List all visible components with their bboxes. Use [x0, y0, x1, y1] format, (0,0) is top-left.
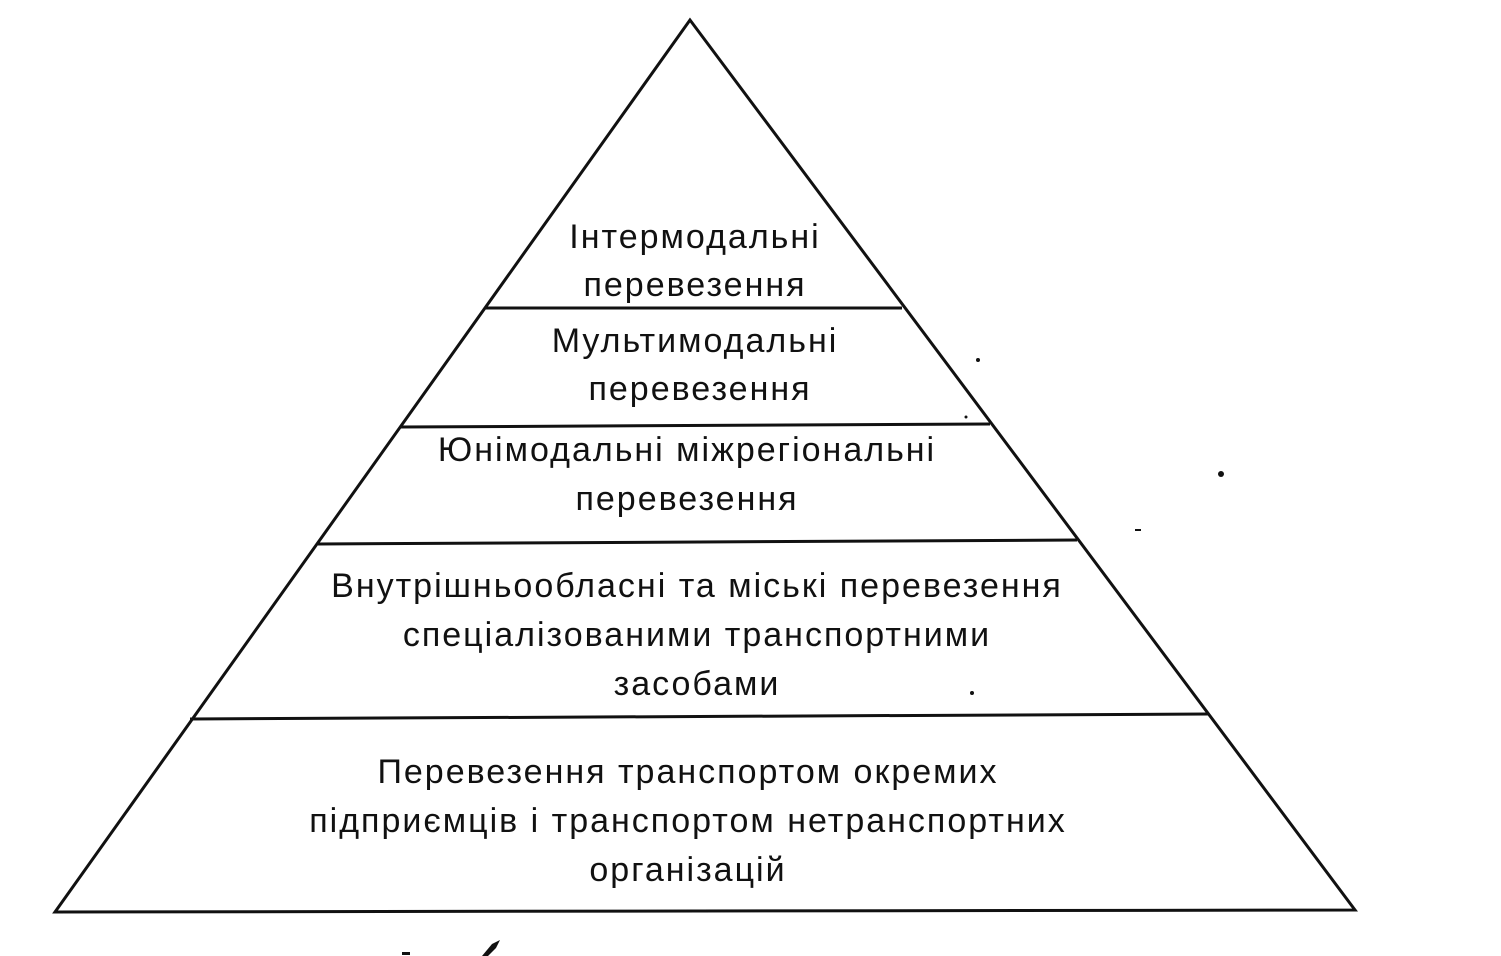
pyramid-level-individual-entrepreneurs: Перевезення транспортом окремих підприєм…	[309, 753, 1067, 889]
level-label-line: підприємців і транспортом нетранспортних	[309, 802, 1067, 840]
level-label-line: Інтермодальні	[569, 218, 820, 256]
level-label-line: Юнімодальні міжрегіональні	[438, 431, 936, 469]
level-label-line: засобами	[614, 665, 781, 703]
scan-specks	[402, 358, 1224, 956]
level-divider-3	[317, 538, 1078, 546]
level-label-line: спеціалізованими транспортними	[403, 616, 991, 654]
level-label-line: організацій	[589, 851, 786, 889]
level-label-line: перевезення	[588, 370, 811, 408]
pyramid-level-multimodal: Мультимодальні перевезення	[552, 322, 839, 408]
level-label-line: Перевезення транспортом окремих	[377, 753, 998, 791]
level-divider-4	[189, 712, 1209, 721]
level-divider-2	[399, 422, 991, 429]
pyramid-level-unimodal-interregional: Юнімодальні міжрегіональні перевезення	[438, 431, 936, 518]
level-label-line: Внутрішньообласні та міські перевезення	[331, 567, 1063, 605]
level-label-line: Мультимодальні	[552, 322, 839, 360]
pyramid-level-regional-city: Внутрішньообласні та міські перевезення …	[331, 567, 1063, 703]
level-label-line: перевезення	[583, 266, 806, 304]
level-label-line: перевезення	[575, 480, 798, 518]
pyramid-outline	[52, 17, 1358, 914]
pyramid-level-intermodal: Інтермодальні перевезення	[569, 218, 820, 304]
